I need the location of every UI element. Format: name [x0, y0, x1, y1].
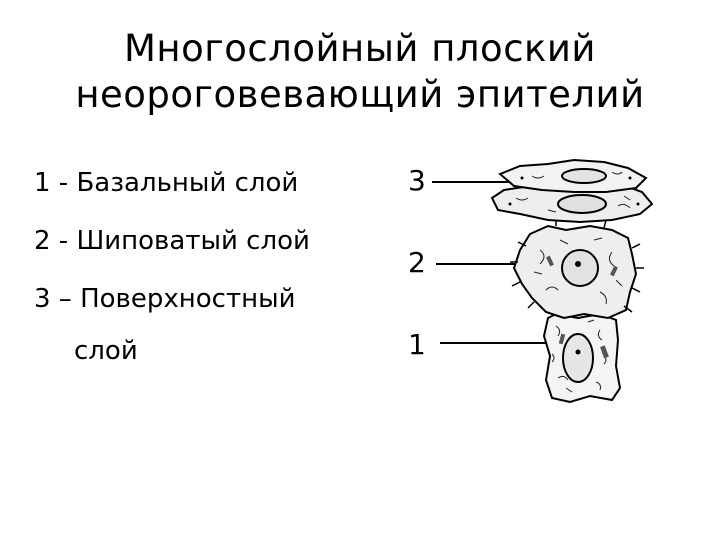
spinous-nucleus [561, 249, 599, 287]
legend-item-spinous: 2 - Шиповатый слой [34, 226, 310, 256]
surface-nucleus-upper [561, 168, 607, 184]
label-spinous-layer: 2 [408, 246, 426, 279]
legend-item-basal: 1 - Базальный слой [34, 168, 299, 198]
spinous-cell [510, 218, 644, 320]
legend-item-surface: 3 – Поверхностный [34, 284, 296, 314]
page-title: Многослойный плоский неороговевающий эпи… [0, 26, 720, 118]
label-basal-layer: 1 [408, 328, 426, 361]
basal-nucleus [562, 333, 594, 383]
basal-cell [542, 312, 622, 404]
title-line-1: Многослойный плоский [124, 27, 596, 70]
surface-cells [490, 158, 654, 224]
title-line-2: неороговевающий эпителий [75, 73, 645, 116]
label-surface-layer: 3 [408, 164, 426, 197]
surface-nucleus-lower [557, 194, 607, 214]
legend-item-surface-cont: слой [74, 336, 138, 366]
